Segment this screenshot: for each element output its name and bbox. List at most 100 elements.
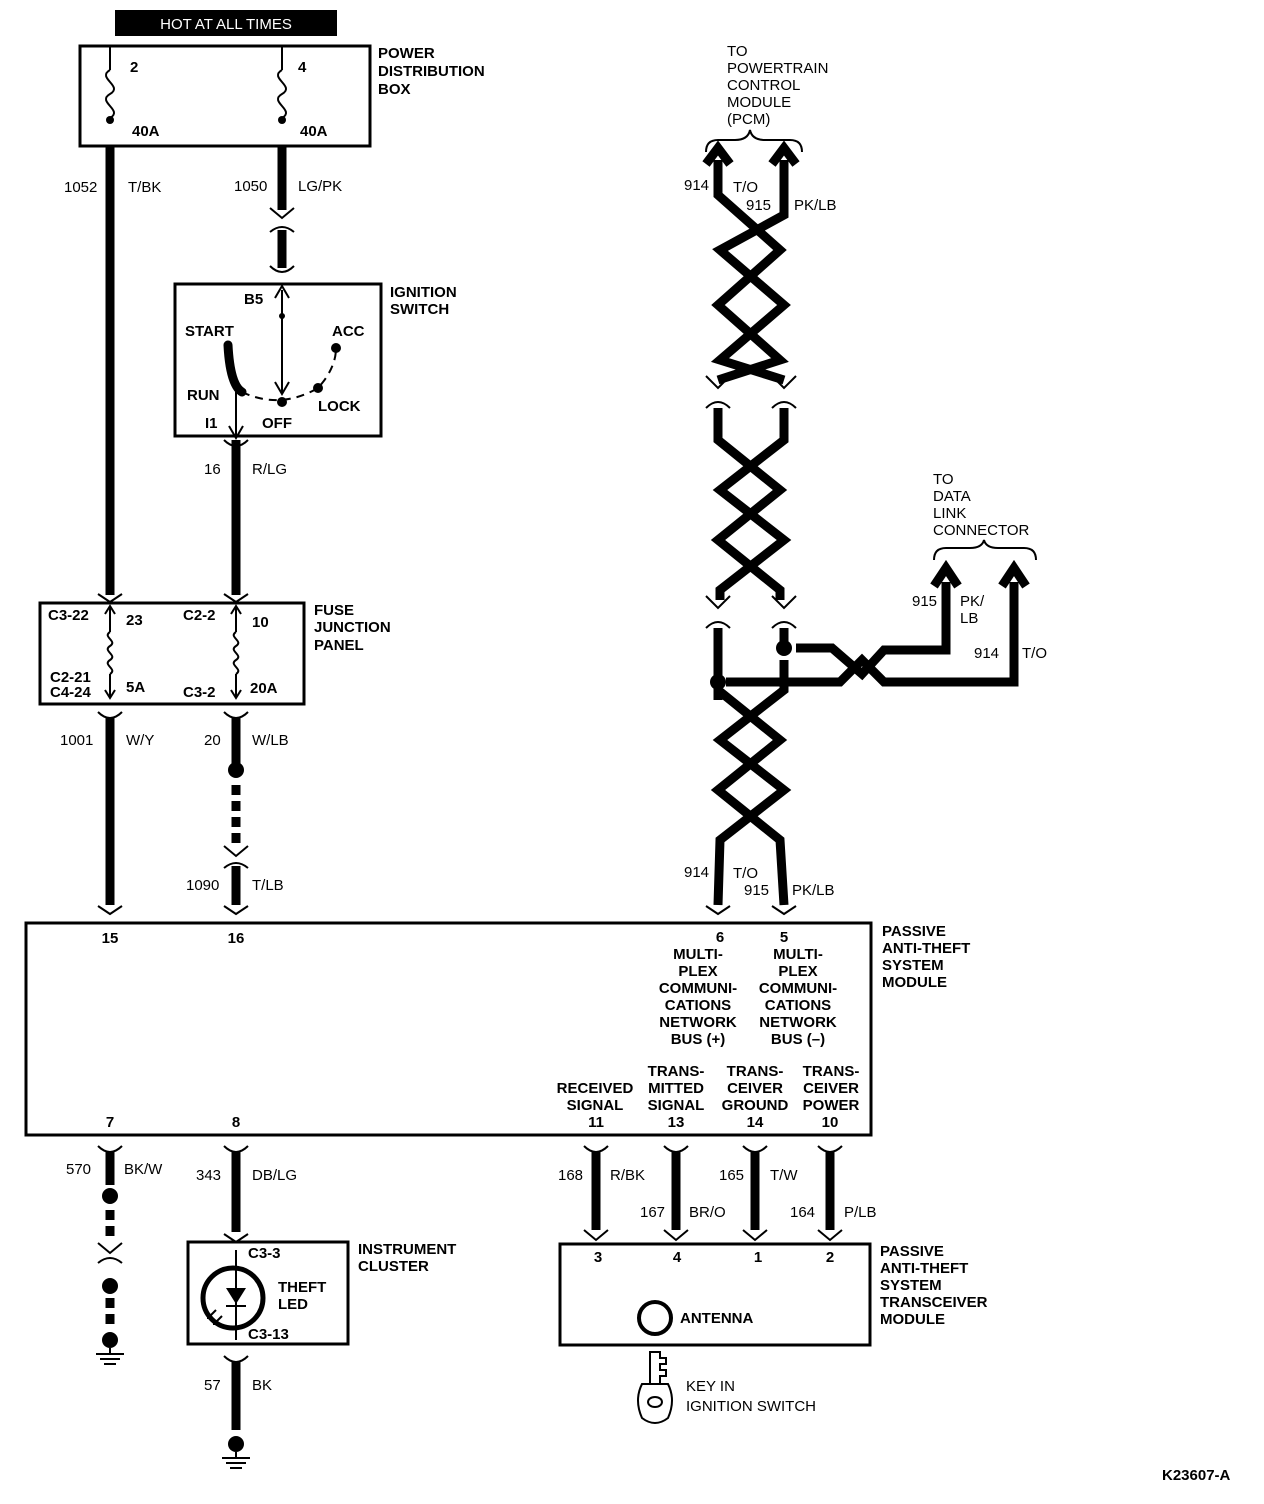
antenna-label: ANTENNA <box>680 1310 753 1327</box>
cluster-c3-3: C3-3 <box>248 1245 281 1262</box>
svg-text:RECEIVED: RECEIVED <box>557 1080 634 1097</box>
pats-pin-7: 7 <box>106 1114 114 1131</box>
wire-914-top-number: 914 <box>684 177 709 194</box>
pats-title-line4: MODULE <box>882 974 947 991</box>
transceiver-pin-2: 2 <box>826 1249 834 1266</box>
svg-text:MULTI-: MULTI- <box>773 946 823 963</box>
pats-received-signal-label: RECEIVED SIGNAL <box>557 1080 634 1114</box>
ignition-run: RUN <box>187 387 220 404</box>
wire-165-number: 165 <box>719 1167 744 1184</box>
svg-text:CONNECTOR: CONNECTOR <box>933 522 1030 539</box>
pdb-title-line3: BOX <box>378 81 411 98</box>
svg-text:LINK: LINK <box>933 505 966 522</box>
hot-label: HOT AT ALL TIMES <box>160 16 292 33</box>
antenna-icon <box>637 1300 673 1336</box>
svg-text:PLEX: PLEX <box>778 963 817 980</box>
wire-165-color: T/W <box>770 1167 798 1184</box>
wire-57-color: BK <box>252 1377 272 1394</box>
hot-banner <box>115 10 337 36</box>
wire-915-dlc-color2: LB <box>960 610 978 627</box>
pats-pin-13: 13 <box>668 1114 685 1131</box>
wire-20-color: W/LB <box>252 732 289 749</box>
fuse-2 <box>105 46 115 124</box>
wire-343-number: 343 <box>196 1167 221 1184</box>
ignition-title-line1: IGNITION <box>390 284 457 301</box>
key-icon <box>637 1351 673 1424</box>
fjp-c2-2: C2-2 <box>183 607 216 624</box>
fuse-b-number: 4 <box>298 59 307 76</box>
fjp-title-line1: FUSE <box>314 602 354 619</box>
wire-915-top-number: 915 <box>746 197 771 214</box>
wire-915-dlc <box>796 582 951 681</box>
ignition-off: OFF <box>262 415 292 432</box>
pats-title-line3: SYSTEM <box>882 957 944 974</box>
pcm-label: TO POWERTRAIN CONTROL MODULE (PCM) <box>727 43 828 128</box>
wire-915-dlc-number: 915 <box>912 593 937 610</box>
fuse-10 <box>230 604 242 700</box>
pats-pin-14: 14 <box>747 1114 764 1131</box>
wire-914-dlc-color: T/O <box>1022 645 1047 662</box>
fjp-c3-22: C3-22 <box>48 607 89 624</box>
twisted-pair-bottom <box>710 660 792 906</box>
twisted-pair-middle <box>710 408 792 600</box>
power-distribution-box <box>78 44 372 148</box>
svg-text:POWER: POWER <box>803 1097 860 1114</box>
pats-transmitted-signal-label: TRANS- MITTED SIGNAL <box>648 1063 705 1114</box>
cluster-title-line1: INSTRUMENT <box>358 1241 456 1258</box>
svg-text:CATIONS: CATIONS <box>765 997 831 1014</box>
wire-1052-number: 1052 <box>64 179 97 196</box>
wire-167-color: BR/O <box>689 1204 726 1221</box>
wire-1090-number: 1090 <box>186 877 219 894</box>
wire-1050-number: 1050 <box>234 178 267 195</box>
svg-text:TO: TO <box>727 43 748 60</box>
svg-text:PLEX: PLEX <box>678 963 717 980</box>
twisted-pair-top <box>702 140 800 385</box>
fjp-rating-5a: 5A <box>126 679 145 696</box>
wire-915-bottom-number: 915 <box>744 882 769 899</box>
fjp-title-line2: JUNCTION <box>314 619 391 636</box>
svg-text:(PCM): (PCM) <box>727 111 770 128</box>
wire-16-number: 16 <box>204 461 221 478</box>
instrument-cluster <box>186 1240 350 1346</box>
svg-text:CONTROL: CONTROL <box>727 77 800 94</box>
fjp-rating-20a: 20A <box>250 680 278 697</box>
wire-914-dlc <box>726 582 1019 687</box>
wire-164-color: P/LB <box>844 1204 877 1221</box>
wire-914-dlc-number: 914 <box>974 645 999 662</box>
connector-1050-female <box>269 226 295 233</box>
pdb-title-line2: DISTRIBUTION <box>378 63 485 80</box>
svg-text:CEIVER: CEIVER <box>727 1080 783 1097</box>
transceiver-wires <box>583 1145 843 1242</box>
cluster-title-line2: CLUSTER <box>358 1258 429 1275</box>
ground-symbol-570 <box>96 1332 124 1365</box>
fjp-fuse-10: 10 <box>252 614 269 631</box>
svg-text:NETWORK: NETWORK <box>659 1014 737 1031</box>
wire-168-number: 168 <box>558 1167 583 1184</box>
svg-text:COMMUNI-: COMMUNI- <box>659 980 737 997</box>
fjp-title-line3: PANEL <box>314 637 364 654</box>
transceiver-title-line2: ANTI-THEFT <box>880 1260 968 1277</box>
wire-1001-color: W/Y <box>126 732 154 749</box>
transceiver-title-line5: MODULE <box>880 1311 945 1328</box>
pats-title-line2: ANTI-THEFT <box>882 940 970 957</box>
wire-1001-number: 1001 <box>60 732 93 749</box>
dlc-label: TO DATA LINK CONNECTOR <box>933 471 1030 539</box>
ignition-lock: LOCK <box>318 398 361 415</box>
wire-1090-color: T/LB <box>252 877 284 894</box>
svg-text:TRANS-: TRANS- <box>803 1063 860 1080</box>
pats-pin-6: 6 <box>716 929 724 946</box>
svg-text:BUS (–): BUS (–) <box>771 1031 825 1048</box>
ignition-acc: ACC <box>332 323 365 340</box>
pdb-title-line1: POWER <box>378 45 435 62</box>
svg-text:MITTED: MITTED <box>648 1080 704 1097</box>
wire-1052-color: T/BK <box>128 179 161 196</box>
ground-symbol-57 <box>222 1436 250 1469</box>
ignition-i1: I1 <box>205 415 218 432</box>
wire-914-top-color: T/O <box>733 179 758 196</box>
fuse-a-number: 2 <box>130 59 138 76</box>
svg-text:TRANS-: TRANS- <box>648 1063 705 1080</box>
wire-914-bottom-color: T/O <box>733 865 758 882</box>
key-label-line1: KEY IN <box>686 1378 735 1395</box>
pats-pin-15: 15 <box>102 930 119 947</box>
transceiver-title-line4: TRANSCEIVER <box>880 1294 988 1311</box>
